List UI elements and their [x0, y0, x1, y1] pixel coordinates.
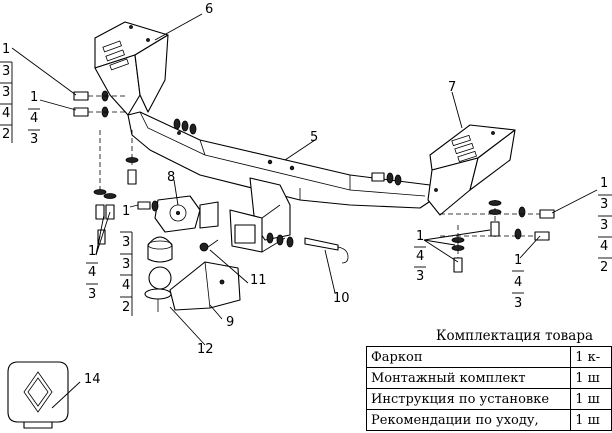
stack-f-1: 1	[514, 253, 522, 268]
stack-a-4: 4	[2, 106, 10, 121]
callout-5: 5	[310, 130, 318, 145]
pin-clip	[199, 239, 219, 252]
callout-10: 10	[333, 291, 350, 306]
callout-numbers: 6 7 5 8 11 10 9 12 14 1 3 3 4 2 1 4 3 1 …	[0, 2, 612, 387]
callout-12: 12	[197, 342, 214, 357]
callout-14: 14	[84, 372, 101, 387]
stack-c-3: 3	[88, 287, 96, 302]
stack-b-3: 3	[30, 132, 38, 147]
callout-6: 6	[205, 2, 213, 17]
table-row: Рекомендации по уходу, 1 ш	[365, 409, 612, 431]
receiver-tube	[229, 177, 291, 253]
stack-a-1: 1	[2, 42, 10, 57]
callout-9: 9	[226, 315, 234, 330]
table-row: Фаркоп 1 к-	[365, 346, 612, 368]
callout-11: 11	[250, 273, 267, 288]
socket-plate	[154, 195, 219, 233]
fasteners-right	[371, 172, 555, 273]
kit-item-qty: 1 ш	[570, 388, 612, 410]
kit-item-qty: 1 ш	[570, 367, 612, 389]
kit-item-name: Фаркоп	[365, 346, 572, 368]
ball-cap	[147, 236, 173, 263]
kit-item-qty: 1 к-	[570, 346, 612, 368]
stack-g-1: 1	[600, 176, 608, 191]
callout-8: 8	[167, 170, 175, 185]
stack-d-4: 4	[122, 278, 130, 293]
kit-item-qty: 1 ш	[570, 409, 612, 431]
stack-e-4: 4	[416, 249, 424, 264]
kit-title: Комплектация товара	[436, 328, 594, 344]
leader-lines	[11, 13, 598, 409]
stack-b-4: 4	[30, 111, 38, 126]
stack-d-1: 1	[122, 204, 130, 219]
stack-c-1: 1	[88, 244, 96, 259]
logo-plate	[7, 361, 69, 429]
hitch-pin	[304, 237, 349, 264]
ball-mount	[169, 261, 241, 311]
stack-g-3b: 3	[600, 218, 608, 233]
stack-c-4: 4	[88, 265, 96, 280]
right-mounting-bracket	[427, 124, 516, 216]
table-row: Монтажный комплект 1 ш	[365, 367, 612, 389]
stack-g-3a: 3	[600, 197, 608, 212]
stack-g-2: 2	[600, 260, 608, 275]
callout-7: 7	[448, 80, 456, 95]
stack-e-3: 3	[416, 269, 424, 284]
stack-a-3a: 3	[2, 64, 10, 79]
left-mounting-bracket	[94, 21, 169, 116]
kit-item-name: Инструкция по установке	[365, 388, 572, 410]
stack-a-2: 2	[2, 127, 10, 142]
stack-e-1: 1	[416, 229, 424, 244]
stack-a-3b: 3	[2, 85, 10, 100]
crossbar-beam	[127, 111, 433, 209]
stack-b-1: 1	[30, 90, 38, 105]
stack-d-3a: 3	[122, 235, 130, 250]
stack-f-4: 4	[514, 275, 522, 290]
kit-item-name: Монтажный комплект	[365, 367, 572, 389]
stack-d-2: 2	[122, 300, 130, 315]
fasteners-center	[173, 118, 294, 248]
stack-d-3b: 3	[122, 257, 130, 272]
kit-table: Фаркоп 1 к- Монтажный комплект 1 ш Инстр…	[365, 346, 612, 431]
stack-g-4: 4	[600, 239, 608, 254]
stack-f-3: 3	[514, 296, 522, 311]
table-row: Инструкция по установке 1 ш	[365, 388, 612, 410]
tow-ball	[144, 266, 172, 312]
kit-item-name: Рекомендации по уходу,	[365, 409, 572, 431]
